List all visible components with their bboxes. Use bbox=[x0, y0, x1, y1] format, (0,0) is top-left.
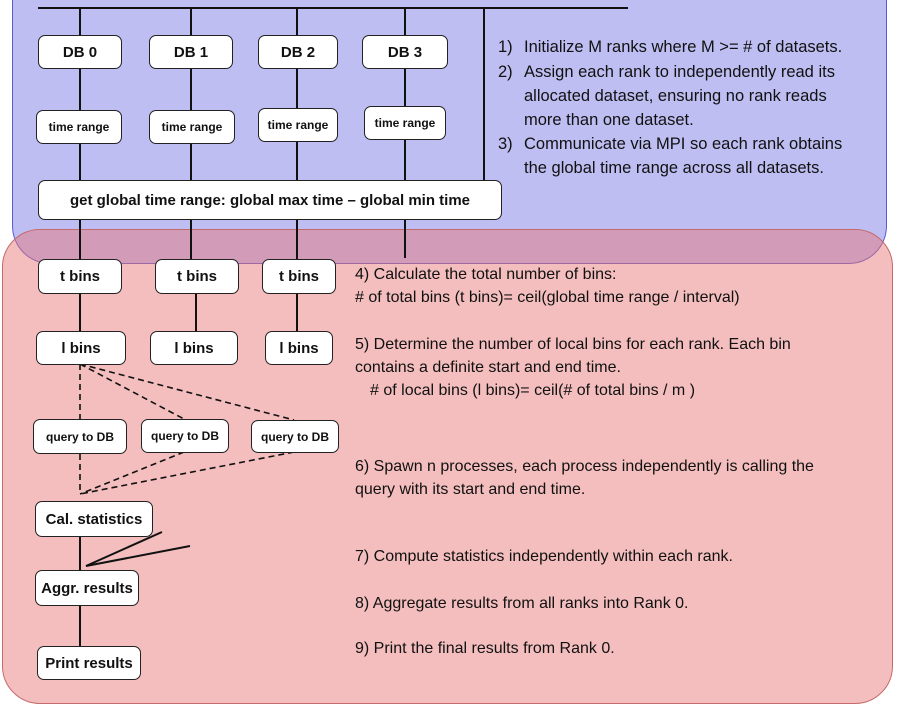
cal-statistics-box: Cal. statistics bbox=[35, 501, 153, 537]
step-text-line-1: Communicate via MPI so each rank obtains bbox=[524, 135, 843, 153]
dash-lbins-q1 bbox=[79, 363, 185, 420]
dash-q1-cal bbox=[79, 451, 185, 495]
step-text-line-2: the global time range across all dataset… bbox=[524, 159, 824, 177]
step-7: 7) Compute statistics independently with… bbox=[355, 548, 733, 565]
step-4-line-2: # of total bins (t bins)= ceil(global ti… bbox=[355, 289, 740, 306]
db-box-3: DB 3 bbox=[362, 35, 448, 69]
step-number: 2) bbox=[498, 63, 513, 81]
top-step-2: 2) Assign each rank to independently rea… bbox=[498, 60, 883, 132]
time-range-box-0: time range bbox=[36, 110, 122, 144]
step-5-line-1: 5) Determine the number of local bins fo… bbox=[355, 336, 791, 353]
l-bins-box-0: l bins bbox=[36, 331, 126, 365]
db-box-2: DB 2 bbox=[258, 35, 338, 69]
query-to-db-box-1: query to DB bbox=[141, 419, 229, 453]
print-results-box: Print results bbox=[37, 646, 141, 680]
time-range-box-1: time range bbox=[149, 110, 235, 144]
time-range-box-3: time range bbox=[364, 106, 446, 140]
step-text-line-2: allocated dataset, ensuring no rank read… bbox=[524, 87, 827, 105]
slant-line-2 bbox=[85, 545, 191, 567]
step-text-line-1: Assign each rank to independently read i… bbox=[524, 63, 835, 81]
l-bins-box-1: l bins bbox=[150, 331, 238, 365]
time-range-box-2: time range bbox=[258, 108, 338, 142]
global-time-range-box: get global time range: global max time –… bbox=[38, 180, 502, 220]
t-bins-box-0: t bins bbox=[38, 259, 122, 294]
step-4-line-1: 4) Calculate the total number of bins: bbox=[355, 266, 617, 283]
step-number: 3) bbox=[498, 135, 513, 153]
query-to-db-box-2: query to DB bbox=[251, 420, 339, 453]
step-5-line-3: # of local bins (l bins)= ceil(# of tota… bbox=[370, 382, 696, 399]
step-6-line-1: 6) Spawn n processes, each process indep… bbox=[355, 458, 814, 475]
step-number: 1) bbox=[498, 38, 513, 56]
dash-lbins-q2 bbox=[79, 363, 295, 421]
query-to-db-box-0: query to DB bbox=[33, 419, 127, 454]
step-8: 8) Aggregate results from all ranks into… bbox=[355, 595, 689, 612]
bottom-phase-region bbox=[2, 229, 893, 704]
top-step-3: 3) Communicate via MPI so each rank obta… bbox=[498, 132, 883, 180]
top-step-1: 1) Initialize M ranks where M >= # of da… bbox=[498, 35, 883, 59]
aggr-results-box: Aggr. results bbox=[35, 570, 139, 606]
slant-line-1 bbox=[85, 531, 163, 567]
step-text-line-3: more than one dataset. bbox=[524, 111, 694, 129]
step-6-line-2: query with its start and end time. bbox=[355, 481, 586, 498]
step-9: 9) Print the final results from Rank 0. bbox=[355, 640, 615, 657]
db-box-0: DB 0 bbox=[38, 35, 122, 69]
t-bins-box-2: t bins bbox=[262, 259, 336, 294]
step-text: Initialize M ranks where M >= # of datas… bbox=[524, 38, 843, 56]
db-box-1: DB 1 bbox=[149, 35, 233, 69]
l-bins-box-2: l bins bbox=[265, 331, 333, 365]
step-5-line-2: contains a definite start and end time. bbox=[355, 359, 621, 376]
t-bins-box-1: t bins bbox=[155, 259, 239, 294]
dash-q2-cal bbox=[79, 451, 295, 495]
